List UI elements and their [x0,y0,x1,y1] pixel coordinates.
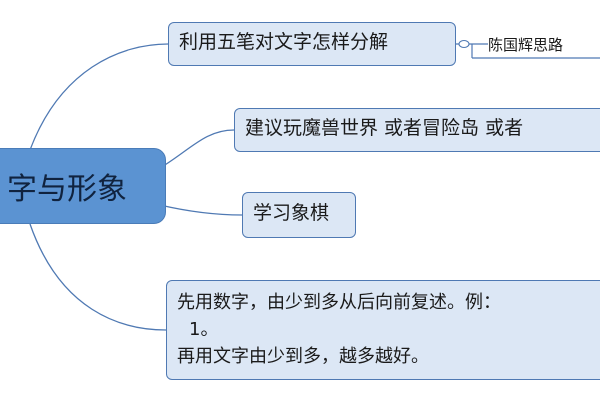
topic-label-4-line-3: 再用文字由少到多，越多越好。 [177,346,429,367]
central-topic-label: 字与形象 [7,172,127,207]
topic-node-1[interactable]: 利用五笔对文字怎样分解 [168,22,456,66]
callout-label: 陈国辉思路 [488,36,564,54]
connector-branch-1 [29,43,169,151]
connector-branch-2 [159,129,235,169]
collapse-handle[interactable] [458,39,470,49]
central-topic[interactable]: 字与形象 [0,148,166,224]
topic-node-3[interactable]: 学习象棋 [242,192,356,238]
topic-node-4[interactable]: 先用数字，由少到多从后向前复述。例： 1。 再用文字由少到多，越多越好。 [166,280,600,380]
topic-label-1: 利用五笔对文字怎样分解 [179,31,389,53]
connector-branch-3 [159,204,243,216]
topic-label-4-line-1: 先用数字，由少到多从后向前复述。例： [177,292,501,313]
topic-label-4-line-2: 1。 [189,319,219,340]
connector-branch-4 [29,223,167,331]
topic-label-3: 学习象棋 [253,202,330,224]
topic-label-2: 建议玩魔兽世界 或者冒险岛 或者 [245,117,524,139]
topic-node-2[interactable]: 建议玩魔兽世界 或者冒险岛 或者 [234,108,600,152]
